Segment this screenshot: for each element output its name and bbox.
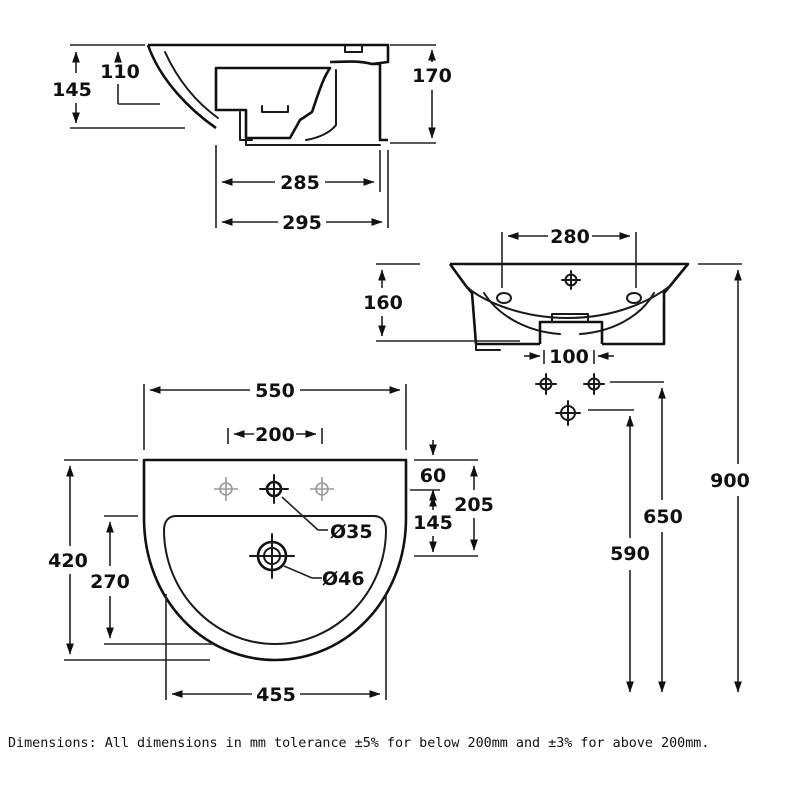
- front-dim-650: 650: [643, 506, 683, 528]
- plan-view: Ø35 Ø46 550 200 60 145 205: [48, 380, 494, 706]
- plan-dim-205: 205: [454, 494, 494, 516]
- plan-dim-200: 200: [255, 424, 295, 446]
- front-dim-100: 100: [549, 346, 589, 368]
- side-dim-145: 145: [52, 79, 92, 101]
- side-view: 145 110 170 285 295: [52, 43, 452, 234]
- plan-dim-145: 145: [413, 512, 453, 534]
- front-dim-590: 590: [610, 543, 650, 565]
- tap-hole-diameter: Ø35: [330, 521, 373, 543]
- front-dim-900: 900: [710, 470, 750, 492]
- plan-dim-60: 60: [420, 465, 446, 487]
- optional-tap-hole-left: [214, 477, 238, 501]
- side-dim-170: 170: [412, 65, 452, 87]
- plan-dim-550: 550: [255, 380, 295, 402]
- side-dim-295: 295: [282, 212, 322, 234]
- waste-hole-diameter: Ø46: [322, 568, 365, 590]
- waste-hole: [249, 533, 295, 579]
- side-dim-110: 110: [100, 61, 140, 83]
- front-dim-160: 160: [363, 292, 403, 314]
- plan-dim-270: 270: [90, 571, 130, 593]
- front-dim-280: 280: [550, 226, 590, 248]
- dimensions-caption: Dimensions: All dimensions in mm toleran…: [8, 736, 710, 751]
- front-view: 280 160 100 650 590: [363, 226, 750, 693]
- optional-tap-hole-right: [310, 477, 334, 501]
- side-dim-285: 285: [280, 172, 320, 194]
- plan-dim-420: 420: [48, 550, 88, 572]
- tap-hole: [259, 474, 289, 504]
- plan-dim-455: 455: [256, 684, 296, 706]
